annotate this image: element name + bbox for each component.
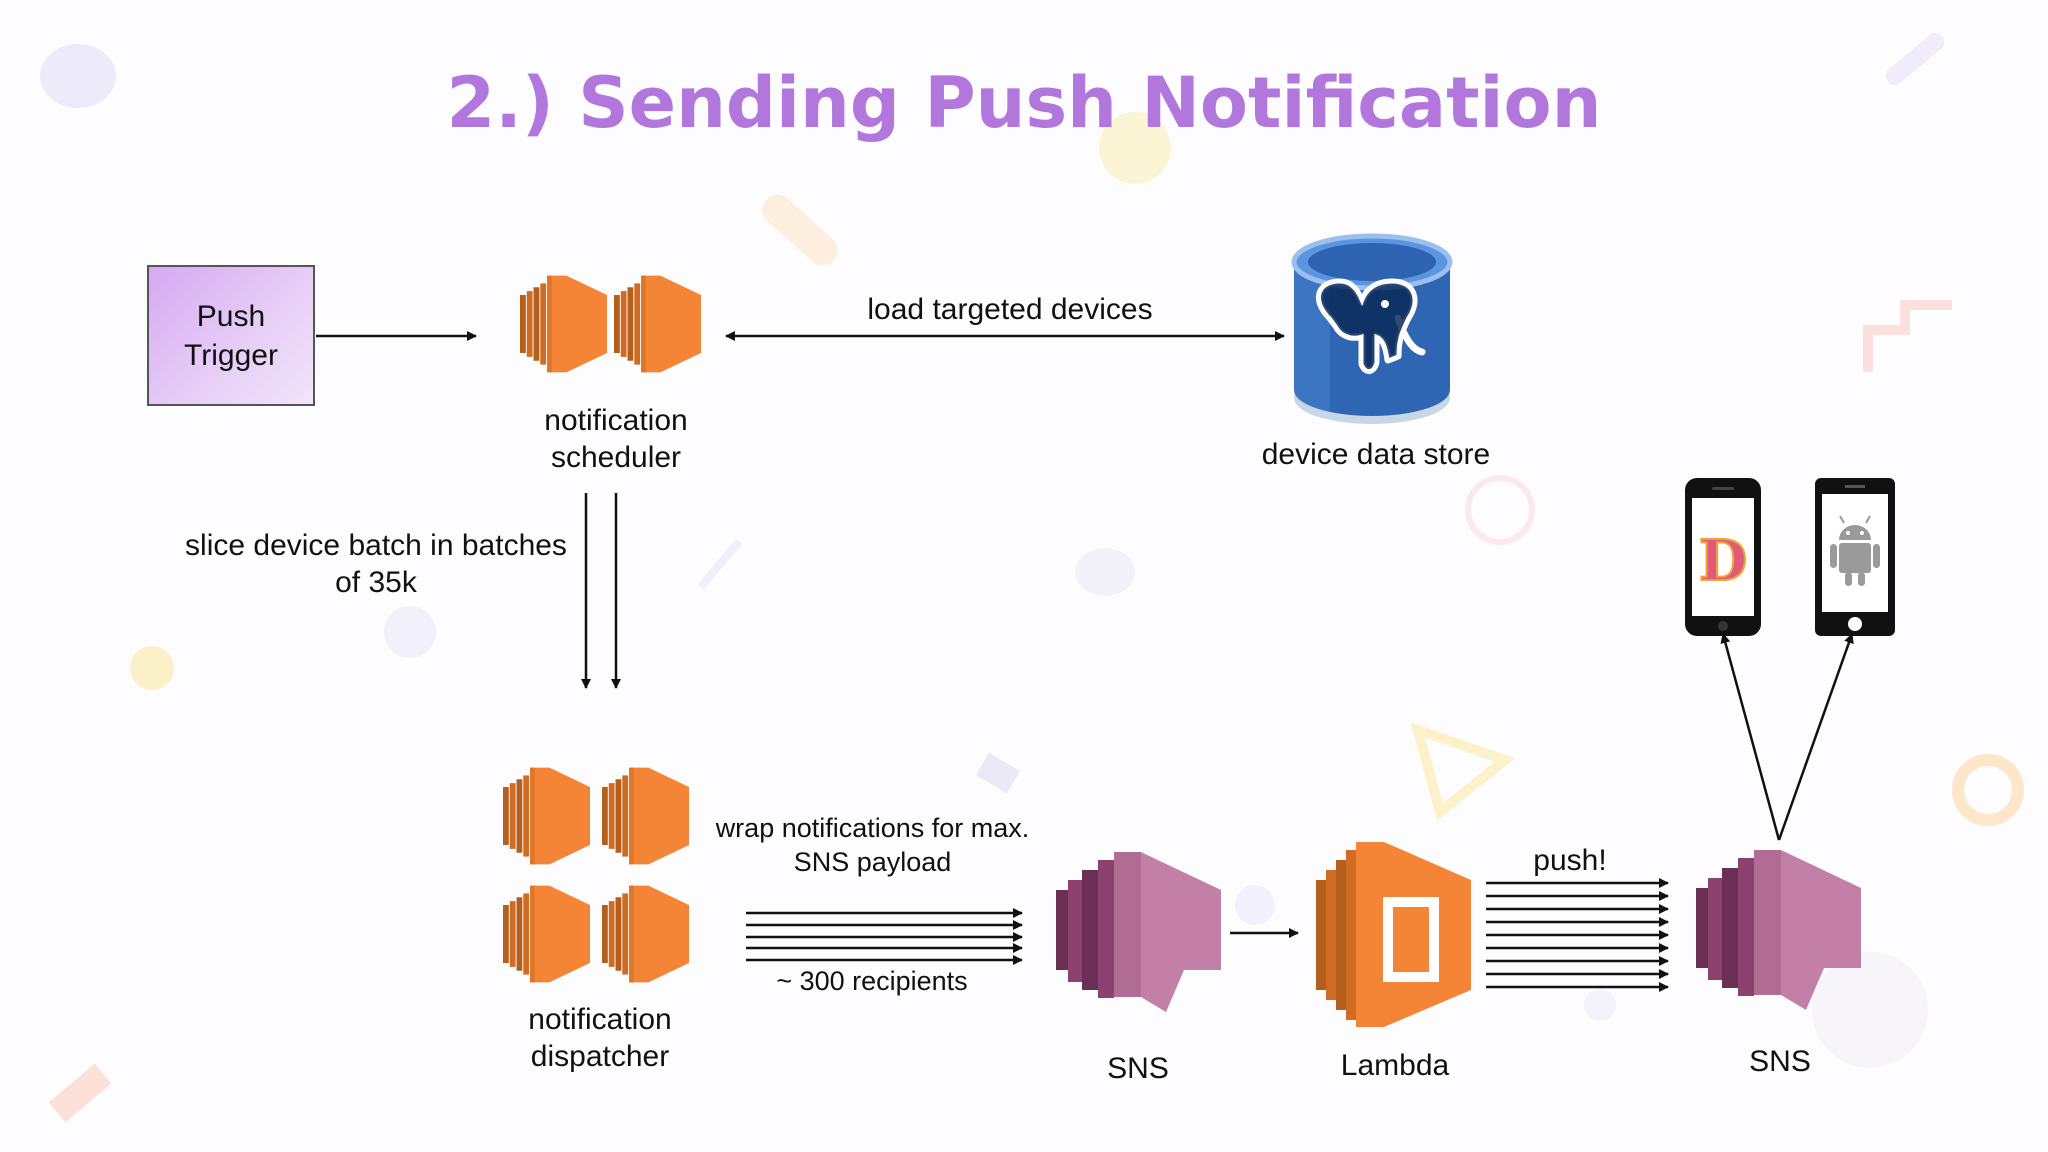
push-label: push! (1533, 844, 1607, 877)
recipients-label: ~ 300 recipients (776, 966, 968, 996)
sns-icon (1056, 852, 1221, 1012)
dispatcher-label-line2: dispatcher (530, 1040, 670, 1073)
slice-label: slice device batch in batches of 35k (166, 527, 586, 601)
android-robot-icon (1830, 515, 1880, 586)
sns-to-iphone-arrow (1720, 633, 1781, 841)
lambda-to-sns-arrows (1486, 878, 1669, 992)
android-phone-icon (1815, 478, 1895, 636)
app-logo-letter: D (1699, 528, 1748, 594)
dispatcher-label: notification dispatcher (500, 1001, 700, 1075)
datastore-label: device data store (1261, 438, 1491, 471)
slice-label-line1: slice device batch in batches (185, 529, 567, 562)
sns-icon-2 (1696, 850, 1861, 1010)
slide-title: 2.) Sending Push Notification (446, 62, 1602, 144)
wrap-label: wrap notifications for max. SNS payload (700, 811, 1045, 879)
dispatcher-label-line1: notification (528, 1003, 672, 1036)
scheduler-ec2-icon (520, 275, 701, 373)
slice-label-line2: of 35k (335, 566, 417, 599)
load-devices-label: load targeted devices (867, 293, 1153, 326)
scheduler-label-line2: scheduler (550, 441, 682, 474)
iphone-icon: D (1685, 478, 1761, 636)
wrap-label-line1: wrap notifications for max. (715, 813, 1030, 843)
scheduler-label-line1: notification (544, 404, 688, 437)
database-icon (1291, 233, 1453, 424)
scheduler-label: notification scheduler (516, 402, 716, 476)
wrap-label-line2: SNS payload (793, 847, 952, 877)
sns-label: SNS (1107, 1052, 1169, 1085)
sns-to-android-arrow (1777, 633, 1854, 841)
push-trigger-label: Push Trigger (184, 299, 278, 372)
lambda-icon (1316, 842, 1471, 1027)
lambda-label: Lambda (1340, 1049, 1450, 1082)
dispatcher-to-sns-arrows (746, 908, 1023, 965)
sns-label-2: SNS (1749, 1045, 1811, 1078)
push-trigger-box: Push Trigger (147, 265, 315, 406)
dispatcher-ec2-icon (503, 767, 689, 983)
